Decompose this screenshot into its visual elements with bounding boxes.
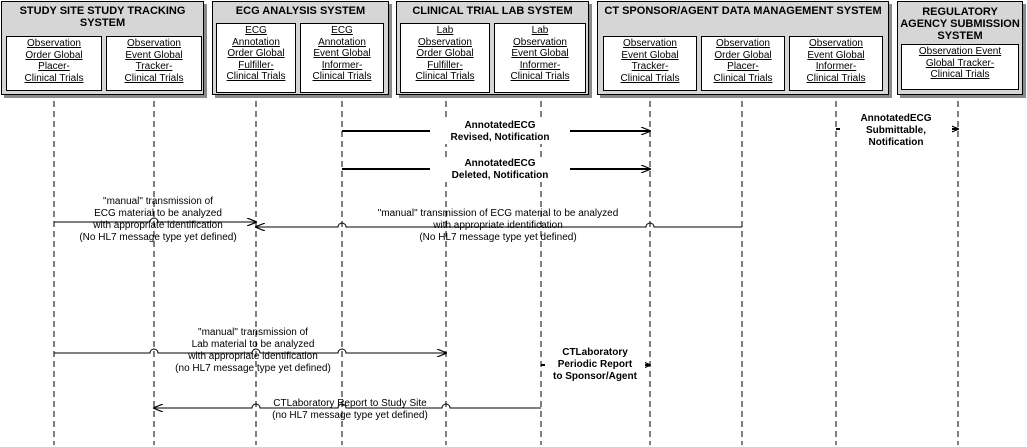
role-observation-event-tracker: Observation Event Global Tracker- Clinic…: [106, 36, 202, 91]
role-label: Lab Observation Order Global Fulfiller- …: [415, 25, 475, 82]
role-label: Observation Order Global Placer- Clinica…: [24, 38, 84, 84]
message-ecg-submittable: AnnotatedECG Submittable, Notification: [840, 113, 952, 149]
system-title: ECG ANALYSIS SYSTEM: [235, 5, 366, 17]
system-title: CLINICAL TRIAL LAB SYSTEM: [412, 5, 573, 17]
system-title: CT SPONSOR/AGENT DATA MANAGEMENT SYSTEM: [604, 5, 882, 17]
role-lab-observation-informer: Lab Observation Event Global Informer- C…: [494, 23, 586, 93]
message-manual-ecg-sponsor: "manual" transmission of ECG material to…: [377, 208, 619, 243]
role-sponsor-event-tracker: Observation Event Global Tracker- Clinic…: [603, 36, 697, 91]
role-label: Observation Event Global Tracker- Clinic…: [620, 38, 680, 84]
role-label: Lab Observation Event Global Informer- C…: [510, 25, 570, 82]
role-regulatory-event-tracker: Observation Event Global Tracker- Clinic…: [901, 44, 1019, 90]
role-label: Observation Event Global Tracker- Clinic…: [124, 38, 184, 84]
role-sponsor-order-placer: Observation Order Global Placer- Clinica…: [701, 36, 785, 91]
message-ecg-deleted: AnnotatedECG Deleted, Notification: [430, 158, 570, 182]
arrow-ctlab-report-site: [154, 403, 541, 408]
system-title: STUDY SITE STUDY TRACKING SYSTEM: [19, 5, 186, 29]
system-title: REGULATORY AGENCY SUBMISSION SYSTEM: [900, 6, 1020, 42]
message-ecg-revised: AnnotatedECG Revised, Notification: [430, 120, 570, 144]
role-label: ECG Annotation Event Global Informer- Cl…: [312, 25, 372, 82]
role-sponsor-event-informer: Observation Event Global Informer- Clini…: [789, 36, 883, 91]
message-ctlab-report-site: CTLaboratory Report to Study Site (no HL…: [272, 398, 428, 421]
role-lab-observation-fulfiller: Lab Observation Order Global Fulfiller- …: [400, 23, 490, 93]
role-label: Observation Event Global Informer- Clini…: [806, 38, 866, 84]
role-ecg-annotation-fulfiller: ECG Annotation Order Global Fulfiller- C…: [216, 23, 296, 93]
message-ctlab-periodic: CTLaboratory Periodic Report to Sponsor/…: [545, 347, 645, 383]
role-label: Observation Order Global Placer- Clinica…: [713, 38, 773, 84]
message-manual-lab: "manual" transmission of Lab material to…: [175, 327, 331, 374]
arrow-manual-lab: [54, 348, 446, 353]
role-label: ECG Annotation Order Global Fulfiller- C…: [226, 25, 286, 82]
role-observation-order-placer: Observation Order Global Placer- Clinica…: [6, 36, 102, 91]
arrow-manual-ecg-from-site: [54, 217, 256, 222]
arrow-manual-ecg-from-sponsor: [256, 222, 742, 227]
role-ecg-annotation-informer: ECG Annotation Event Global Informer- Cl…: [300, 23, 384, 93]
message-manual-ecg-site: "manual" transmission of ECG material to…: [79, 196, 237, 243]
role-label: Observation Event Global Tracker- Clinic…: [918, 46, 1002, 80]
